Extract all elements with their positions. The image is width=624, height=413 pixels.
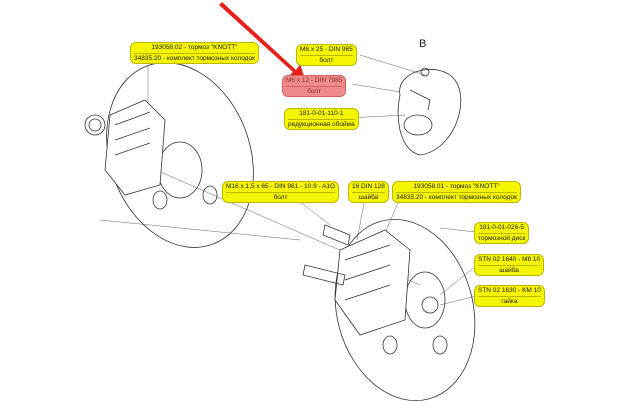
callout-desc: болт bbox=[307, 87, 322, 95]
callout-code: 181-0-01-026-5 bbox=[478, 223, 526, 234]
callout-desc: 34835.20 - комплект тормозных колодок bbox=[134, 54, 255, 62]
red-arrow bbox=[219, 2, 306, 82]
callout-code: M6 x 25 - DIN 965 bbox=[300, 45, 353, 56]
callout-desc: 34835.20 - комплект тормозных колодок bbox=[396, 193, 517, 201]
rear-brake-disc bbox=[84, 62, 254, 248]
callout-code: 193058.02 - тормоз "KNOTT" bbox=[134, 43, 255, 54]
callout-desc: редукционная обойма bbox=[288, 120, 355, 128]
callout-knott-brake-rear[interactable]: 193058.02 - тормоз "KNOTT"34835.20 - ком… bbox=[130, 42, 259, 64]
callout-desc: шайба bbox=[499, 266, 519, 274]
front-brake-disc bbox=[302, 219, 476, 401]
callout-desc: тормозной диск bbox=[478, 234, 526, 242]
detail-view-b bbox=[397, 67, 462, 156]
callout-knott-brake-front[interactable]: 193058.01 - тормоз "KNOTT"34835.20 - ком… bbox=[392, 181, 521, 203]
callout-desc: болт bbox=[319, 56, 334, 64]
callout-desc: болт bbox=[273, 193, 288, 201]
callout-code: 181-0-01-110-1 bbox=[288, 109, 355, 120]
callout-code: M6 x 12 - DIN 7985 bbox=[286, 76, 343, 87]
callout-desc: гайка bbox=[501, 297, 518, 305]
callout-desc: шайба bbox=[358, 193, 379, 201]
callout-code: M16 x 1,5 x 65 - DIN 961 - 10.9 - A1G bbox=[226, 182, 336, 193]
callout-code: 193058.01 - тормоз "KNOTT" bbox=[396, 182, 517, 193]
view-b-label: B bbox=[419, 38, 427, 50]
callout-code: 16 DIN 128 bbox=[352, 182, 385, 193]
callout-code: STN 02 1640 - M8 10 bbox=[478, 255, 541, 266]
callout-code: STN 02 1630 - KM 10 bbox=[478, 286, 541, 297]
